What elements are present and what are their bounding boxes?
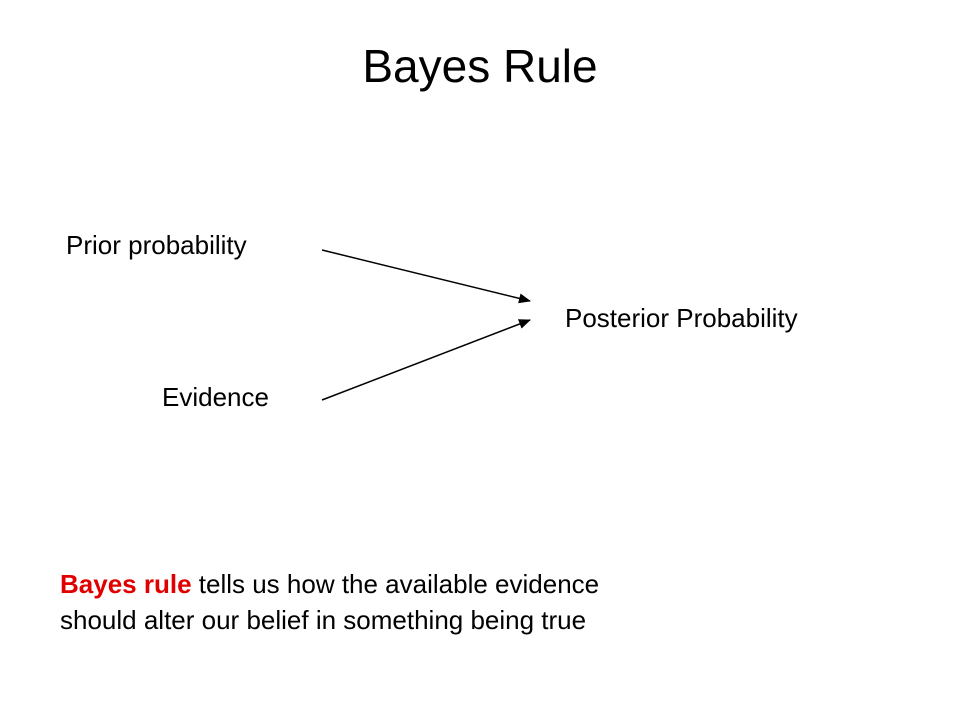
arrow-evidence-to-posterior [321,319,531,401]
caption-emphasis: Bayes rule [60,569,192,599]
slide-title: Bayes Rule [362,40,598,92]
arrow-prior-to-posterior [321,249,531,304]
posterior-probability-label: Posterior Probability [565,303,798,333]
caption: Bayes rule tells us how the available ev… [60,566,599,638]
caption-line-1: Bayes rule tells us how the available ev… [60,566,599,602]
caption-line-2: should alter our belief in something bei… [60,605,587,635]
evidence-label: Evidence [162,382,269,412]
prior-probability-label: Prior probability [66,230,247,260]
caption-line-1-rest: tells us how the available evidence [191,569,600,599]
